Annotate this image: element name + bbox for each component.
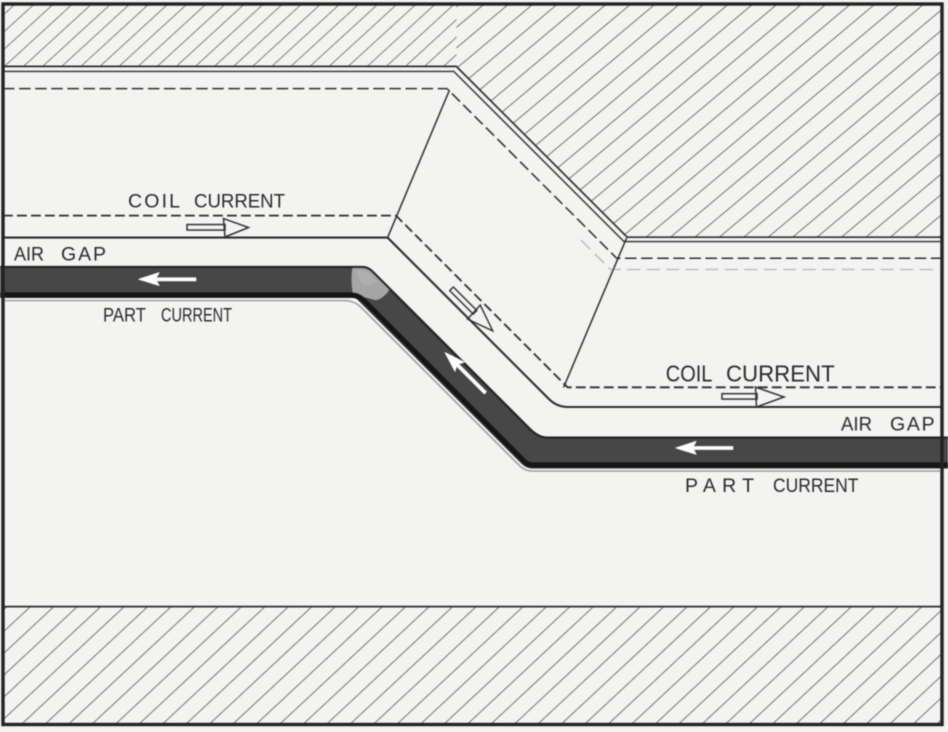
- svg-text:CURRENT: CURRENT: [773, 475, 859, 497]
- svg-text:AIR: AIR: [14, 244, 44, 266]
- svg-text:CURRENT: CURRENT: [161, 304, 232, 326]
- svg-text:GAP: GAP: [890, 414, 935, 436]
- svg-text:COIL: COIL: [128, 191, 180, 213]
- svg-text:GAP: GAP: [61, 244, 106, 266]
- svg-text:COIL: COIL: [666, 360, 713, 386]
- svg-text:PART: PART: [103, 304, 146, 326]
- svg-text:AIR: AIR: [841, 414, 872, 436]
- svg-text:CURRENT: CURRENT: [726, 360, 835, 386]
- svg-text:CURRENT: CURRENT: [194, 191, 285, 213]
